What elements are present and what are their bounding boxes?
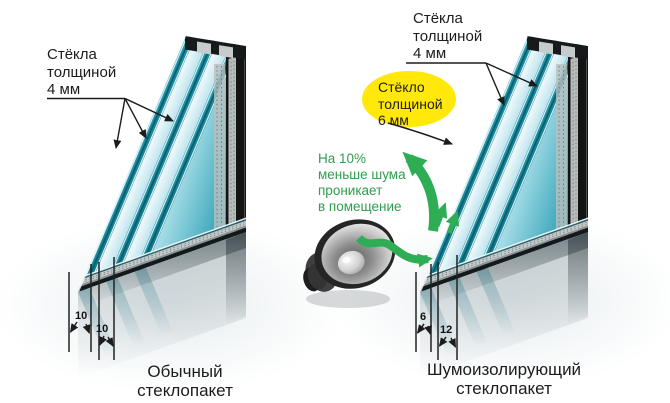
dimension-lines-right [415, 255, 458, 360]
dimension-label-right-2: 12 [440, 324, 453, 336]
dimension-label-left-1: 10 [75, 310, 88, 322]
dimension-label-left-2: 10 [96, 323, 109, 335]
glass-6mm-leader-arrow [387, 122, 453, 145]
speaker-icon [303, 219, 396, 308]
noise-escape-arrow-icon [402, 151, 440, 232]
caption-soundproof-unit: Шумоизолирующий стеклопакет [426, 360, 582, 398]
yellow-highlight-ellipse [362, 71, 456, 127]
glass-4mm-label-left: Стёкла толщиной 4 мм [47, 46, 117, 98]
leader-lines-right [406, 62, 538, 106]
noise-reduction-note: На 10% меньше шума проникает в помещение [318, 151, 406, 214]
caption-regular-unit: Обычный стеклопакет [137, 362, 233, 400]
dimension-label-right-1: 6 [420, 311, 427, 323]
glass-6mm-label: Стёкло толщиной 6 мм [378, 79, 443, 128]
dimension-lines-left [68, 257, 115, 360]
glass-4mm-label-right: Стёкла толщиной 4 мм [413, 10, 483, 62]
leader-lines-left [47, 97, 174, 149]
